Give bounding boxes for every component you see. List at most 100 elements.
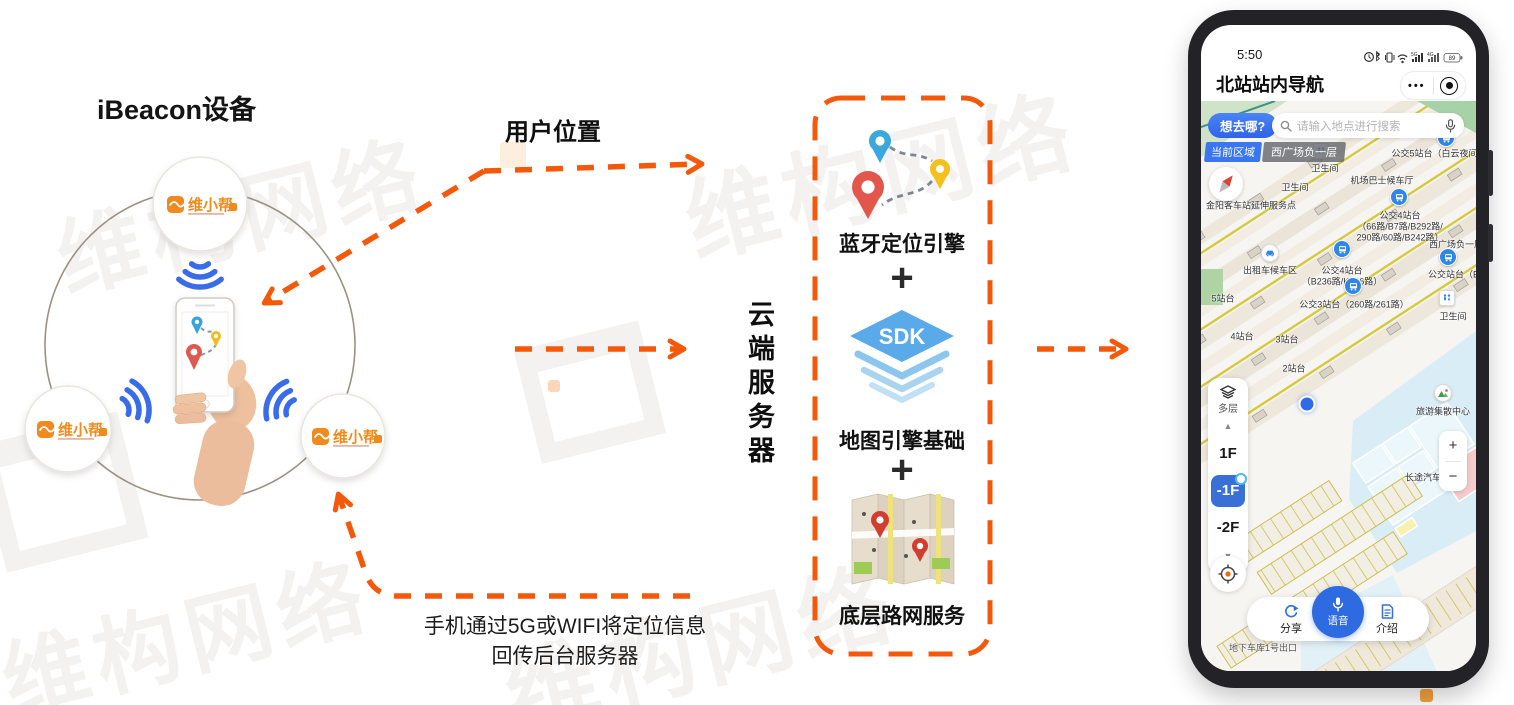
search-icon [1280, 120, 1292, 132]
map-label: （66路/B7路/B292路/ [1357, 221, 1443, 232]
multi-floor-label: 多层 [1218, 404, 1238, 415]
crosshair-icon [1218, 564, 1238, 584]
map-label: （B236路/K236路） [1301, 276, 1383, 287]
compass-icon[interactable] [1209, 167, 1243, 201]
signal-icon-1 [1412, 53, 1423, 62]
note-line2: 回传后台服务器 [491, 645, 639, 668]
svg-text:5G: 5G [1411, 52, 1418, 58]
chevron-up-icon[interactable]: ▲ [1223, 421, 1233, 431]
bus-icon[interactable] [1333, 240, 1351, 258]
battery-icon [1443, 53, 1461, 63]
hand-holding-phone [172, 297, 257, 506]
ibeacon-title: iBeacon设备 [97, 95, 257, 125]
mic-icon[interactable] [1445, 118, 1456, 133]
bluetooth-icon [1376, 50, 1381, 62]
power-button [1488, 224, 1493, 262]
beacon-disc-left: 维小帮 [24, 385, 112, 473]
bus-icon[interactable] [1390, 188, 1408, 206]
beacon-logo-text: 维小帮 [58, 421, 103, 439]
intro-action[interactable]: 介绍 [1365, 604, 1409, 636]
sdk-layers-icon: SDK [850, 310, 954, 403]
map-label: 290路/60路/B242路） [1356, 232, 1444, 243]
user-location-label: 用户位置 [505, 119, 601, 146]
share-icon [1285, 604, 1299, 618]
cloud-server-label: 云端服务器 [744, 300, 774, 470]
wifi-arcs-top [176, 261, 224, 290]
zoom-in-button[interactable]: + [1448, 437, 1458, 455]
map-label: 3站台 [1275, 334, 1299, 345]
where-to-go-pill[interactable]: 想去哪? [1208, 113, 1278, 138]
map-label: 旅游集散中心 [1415, 406, 1471, 417]
plus-sign: + [890, 448, 914, 492]
map-label: 出租车候车区 [1242, 265, 1298, 276]
scenic-icon[interactable] [1434, 384, 1452, 402]
more-dots-icon: ••• [1407, 79, 1426, 92]
layers-icon [1220, 385, 1236, 399]
map-label: 卫生间 [1311, 163, 1339, 174]
screen-pin-blue [191, 316, 203, 334]
app-title: 北站站内导航 [1216, 75, 1324, 95]
map-label: 公交4站台 [1321, 265, 1363, 276]
document-icon [1381, 604, 1393, 619]
map-label: 4站台 [1230, 331, 1254, 342]
close-minimize-button[interactable] [1434, 72, 1466, 99]
target-icon [1440, 76, 1459, 95]
floor-minus2f[interactable]: -2F [1216, 519, 1240, 536]
map-label: 2站台 [1282, 363, 1306, 374]
map-label: 长途汽车 [1404, 472, 1442, 483]
map-label: 公交4站台 [1379, 210, 1421, 221]
map-label: 公交5站台（白云夜间专 [1391, 148, 1476, 159]
current-region-tag: 当前区域 [1203, 142, 1263, 162]
route-pins-icon [852, 130, 950, 219]
map-label: 卫生间 [1281, 182, 1309, 193]
garage-exit-label: 地下车库1号出口 [1229, 643, 1298, 653]
floor-minus1f-selected[interactable]: -1F [1211, 473, 1247, 507]
floor-1f[interactable]: 1F [1219, 445, 1237, 462]
road-network-map-icon [851, 493, 955, 585]
voice-mic-icon [1332, 597, 1344, 612]
floor-badge-dot [1235, 473, 1247, 485]
toilet-icon[interactable] [1439, 290, 1455, 306]
indoor-map[interactable]: 想去哪? 请输入地点进行搜索 当前区域 西广场负一层 [1201, 101, 1476, 671]
phone-mockup: 5:50 5G 4G 89 北站站内导航 ••• [1188, 10, 1493, 688]
note-line1: 手机通过5G或WIFI将定位信息 [423, 615, 707, 638]
zoom-controls: + − [1439, 431, 1467, 491]
stack-label-bluetooth: 蓝牙定位引擎 [839, 233, 965, 256]
arrow-user-location [483, 153, 705, 175]
bottom-action-bar: 分享 语音 介绍 [1247, 586, 1429, 641]
search-bar[interactable]: 请输入地点进行搜索 [1272, 113, 1464, 138]
bus-icon[interactable] [1344, 277, 1362, 295]
status-icons: 5G 4G 89 [1364, 50, 1463, 64]
voice-action[interactable]: 语音 [1312, 586, 1364, 638]
taxi-icon[interactable] [1261, 244, 1279, 262]
map-label: 卫生间 [1439, 311, 1467, 322]
search-placeholder: 请输入地点进行搜索 [1297, 120, 1401, 133]
phone-screen: 5:50 5G 4G 89 北站站内导航 ••• [1201, 25, 1476, 671]
beacon-logo-text: 维小帮 [333, 428, 378, 446]
wifi-arcs-left [119, 378, 152, 424]
menu-button[interactable]: ••• [1401, 72, 1433, 99]
return-note: 手机通过5G或WIFI将定位信息 回传后台服务器 [385, 612, 745, 672]
map-label: 金阳客车站延伸服务点 [1205, 200, 1297, 211]
map-label: 公交站台（B2 [1427, 269, 1476, 280]
share-action[interactable]: 分享 [1269, 604, 1313, 636]
zoom-out-button[interactable]: − [1448, 467, 1458, 485]
dot-icon [1298, 395, 1316, 413]
bus-icon[interactable] [1439, 248, 1457, 266]
beacon-logo-text: 维小帮 [188, 196, 233, 214]
server-dashed-box [812, 95, 993, 657]
region-value-tag: 西广场负一层 [1261, 142, 1347, 162]
map-label: 西广场负一层 [1428, 239, 1476, 250]
arrow-to-phone [261, 168, 486, 306]
locate-button[interactable] [1210, 556, 1246, 592]
vibrate-icon [1386, 52, 1393, 63]
volume-button [1488, 150, 1493, 196]
beacon-disc-top: 维小帮 [152, 156, 248, 252]
beacon-circle-graphic: 维小帮 维小帮 维小帮 [24, 156, 386, 506]
floor-selector: 多层 ▲ 1F -1F -2F ▼ [1208, 378, 1248, 573]
map-label: 公交3站台（260路/261路） [1299, 299, 1409, 310]
sdk-icon-text: SDK [879, 324, 926, 349]
wifi-icon [1397, 54, 1408, 61]
